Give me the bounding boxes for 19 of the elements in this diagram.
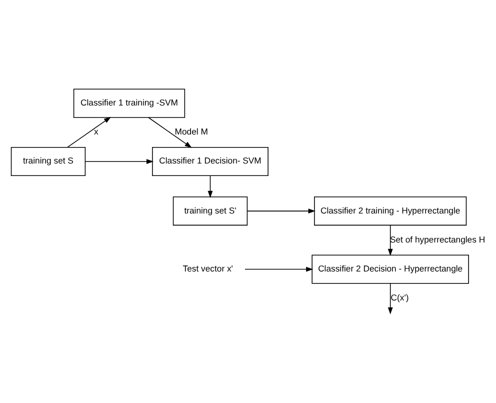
arrow — [244, 266, 314, 272]
node-box: training set S — [10, 146, 86, 176]
node-text: Test vector x' — [182, 263, 233, 274]
arrow — [67, 116, 112, 148]
arrow — [247, 208, 316, 214]
edge-label: x — [94, 126, 98, 137]
edge-label: C(x') — [390, 292, 409, 303]
arrow — [388, 283, 393, 314]
node-box: Classifier 2 Decision - Hyperrectangle — [312, 254, 469, 284]
arrow — [84, 159, 154, 164]
node-box: Classifier 1 Decision- SVM — [152, 146, 268, 176]
node-box: Classifier 1 training -SVM — [73, 88, 186, 118]
node-box: training set S' — [172, 196, 248, 226]
node-box: Classifier 2 training - Hyperrectangle — [314, 196, 467, 226]
edge-label: Set of hyperrectangles H — [390, 234, 486, 244]
arrow — [388, 224, 393, 256]
arrow — [148, 117, 192, 148]
edge-label: Model M — [174, 126, 208, 137]
arrow — [208, 176, 213, 198]
